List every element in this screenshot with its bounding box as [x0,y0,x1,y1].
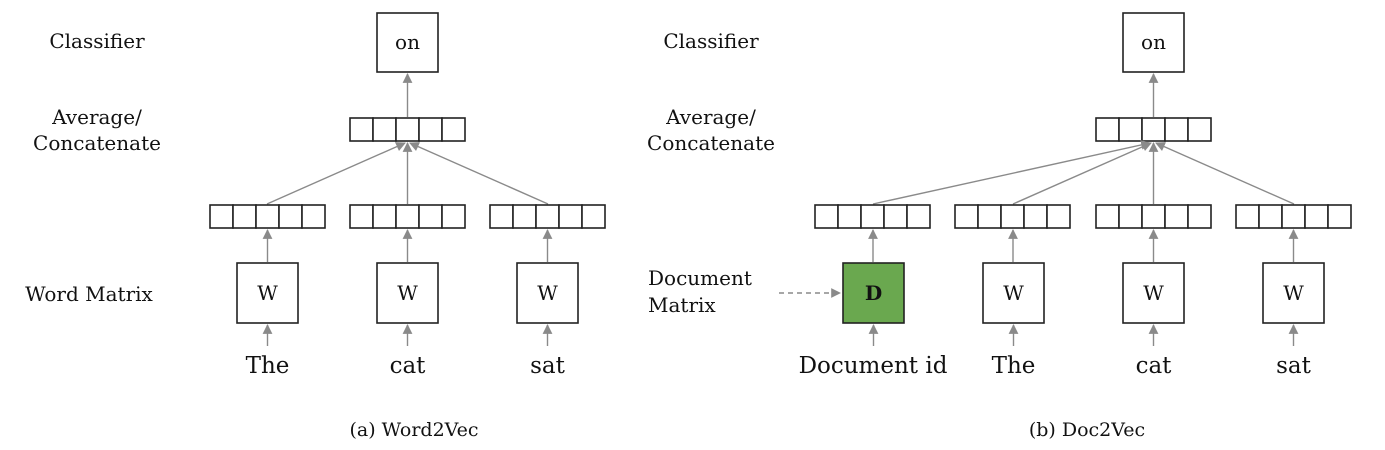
w2v-matrix-box-3 [516,262,579,324]
vector-cell [395,117,420,142]
d2v-average-vector [1095,117,1212,142]
w2v-word-vector-3 [489,204,606,229]
vector-cell [209,204,234,229]
w2v-input-word-3: sat [530,353,566,379]
w2v-input-word-2: cat [390,353,427,379]
d2v-output-label: on [1141,30,1166,54]
vector-cell [954,204,979,229]
vector-cell [906,204,931,229]
vector-cell [1023,204,1048,229]
vector-cell [837,204,862,229]
vector-cell [372,204,397,229]
d2v-input-word-2: cat [1136,353,1173,379]
w2v-matrix-symbol-2: W [397,281,418,305]
vector-cell [395,204,420,229]
vector-cell [1235,204,1260,229]
d2v-average-label-line2: Concatenate [647,131,775,155]
w2v-word-vector-1 [209,204,326,229]
w2v-matrix-symbol-3: W [537,281,558,305]
vector-cell [977,204,1002,229]
w2v-arrow-vec3-to-avg [409,142,549,205]
vector-cell [512,204,537,229]
vector-cell [860,204,885,229]
vector-cell [489,204,514,229]
w2v-classifier-label: Classifier [49,29,145,53]
vector-cell [301,204,326,229]
vector-cell [1258,204,1283,229]
d2v-classifier-label: Classifier [663,29,759,53]
w2v-output-box [376,12,439,73]
vector-cell [1164,117,1189,142]
vector-cell [418,204,443,229]
vector-cell [372,117,397,142]
d2v-matrix-box-3 [1262,262,1325,324]
w2v-input-word-1: The [246,353,290,379]
vector-cell [883,204,908,229]
vector-cell [1118,204,1143,229]
w2v-average-vector [349,117,466,142]
d2v-document-matrix-label-line1: Document [648,266,752,290]
vector-cell [441,204,466,229]
w2v-average-label-line1: Average/ [51,105,142,129]
w2v-arrow-vec1-to-avg [266,142,406,205]
d2v-arrow-docvec-to-avg [872,140,1151,205]
d2v-input-document-id: Document id [799,353,948,379]
vector-cell [558,204,583,229]
vector-cell [535,204,560,229]
d2v-word-vector-1 [954,204,1071,229]
vector-cell [1000,204,1025,229]
d2v-caption: (b) Doc2Vec [1029,419,1145,441]
d2v-input-word-1: The [992,353,1036,379]
vector-cell [1095,204,1120,229]
w2v-matrix-box-1 [236,262,299,324]
d2v-document-matrix-symbol: D [865,281,882,305]
vector-cell [1187,117,1212,142]
w2v-caption: (a) Word2Vec [349,419,478,441]
d2v-document-matrix-box [842,262,905,324]
w2v-word-matrix-label: Word Matrix [25,282,153,306]
vector-cell [232,204,257,229]
d2v-document-vector [814,204,931,229]
vector-cell [1141,204,1166,229]
d2v-matrix-symbol-1: W [1003,281,1024,305]
vector-cell [1187,204,1212,229]
w2v-matrix-symbol-1: W [257,281,278,305]
d2v-arrow-vec3-to-avg [1155,142,1295,205]
vector-cell [1304,204,1329,229]
d2v-matrix-box-2 [1122,262,1185,324]
vector-cell [1281,204,1306,229]
vector-cell [581,204,606,229]
d2v-arrow-vec1-to-avg [1012,142,1152,205]
d2v-input-word-3: sat [1276,353,1312,379]
doc2vec-panel: Classifier Average/ Concatenate Document… [647,12,1352,441]
d2v-word-vector-2 [1095,204,1212,229]
d2v-output-box [1122,12,1185,73]
d2v-matrix-box-1 [982,262,1045,324]
d2v-document-matrix-label-line2: Matrix [648,293,716,317]
vector-cell [349,117,374,142]
word2vec-panel: Classifier Average/ Concatenate Word Mat… [25,12,606,441]
d2v-average-label-line1: Average/ [665,105,756,129]
d2v-matrix-symbol-2: W [1143,281,1164,305]
vector-cell [1118,117,1143,142]
w2v-matrix-box-2 [376,262,439,324]
vector-cell [278,204,303,229]
w2v-average-label-line2: Concatenate [33,131,161,155]
vector-cell [814,204,839,229]
vector-cell [349,204,374,229]
d2v-matrix-symbol-3: W [1283,281,1304,305]
vector-cell [1046,204,1071,229]
vector-cell [1164,204,1189,229]
vector-cell [441,117,466,142]
vector-cell [1095,117,1120,142]
w2v-word-vector-2 [349,204,466,229]
vector-cell [1327,204,1352,229]
vector-cell [418,117,443,142]
vector-cell [1141,117,1166,142]
w2v-output-label: on [395,30,420,54]
d2v-word-vector-3 [1235,204,1352,229]
vector-cell [255,204,280,229]
